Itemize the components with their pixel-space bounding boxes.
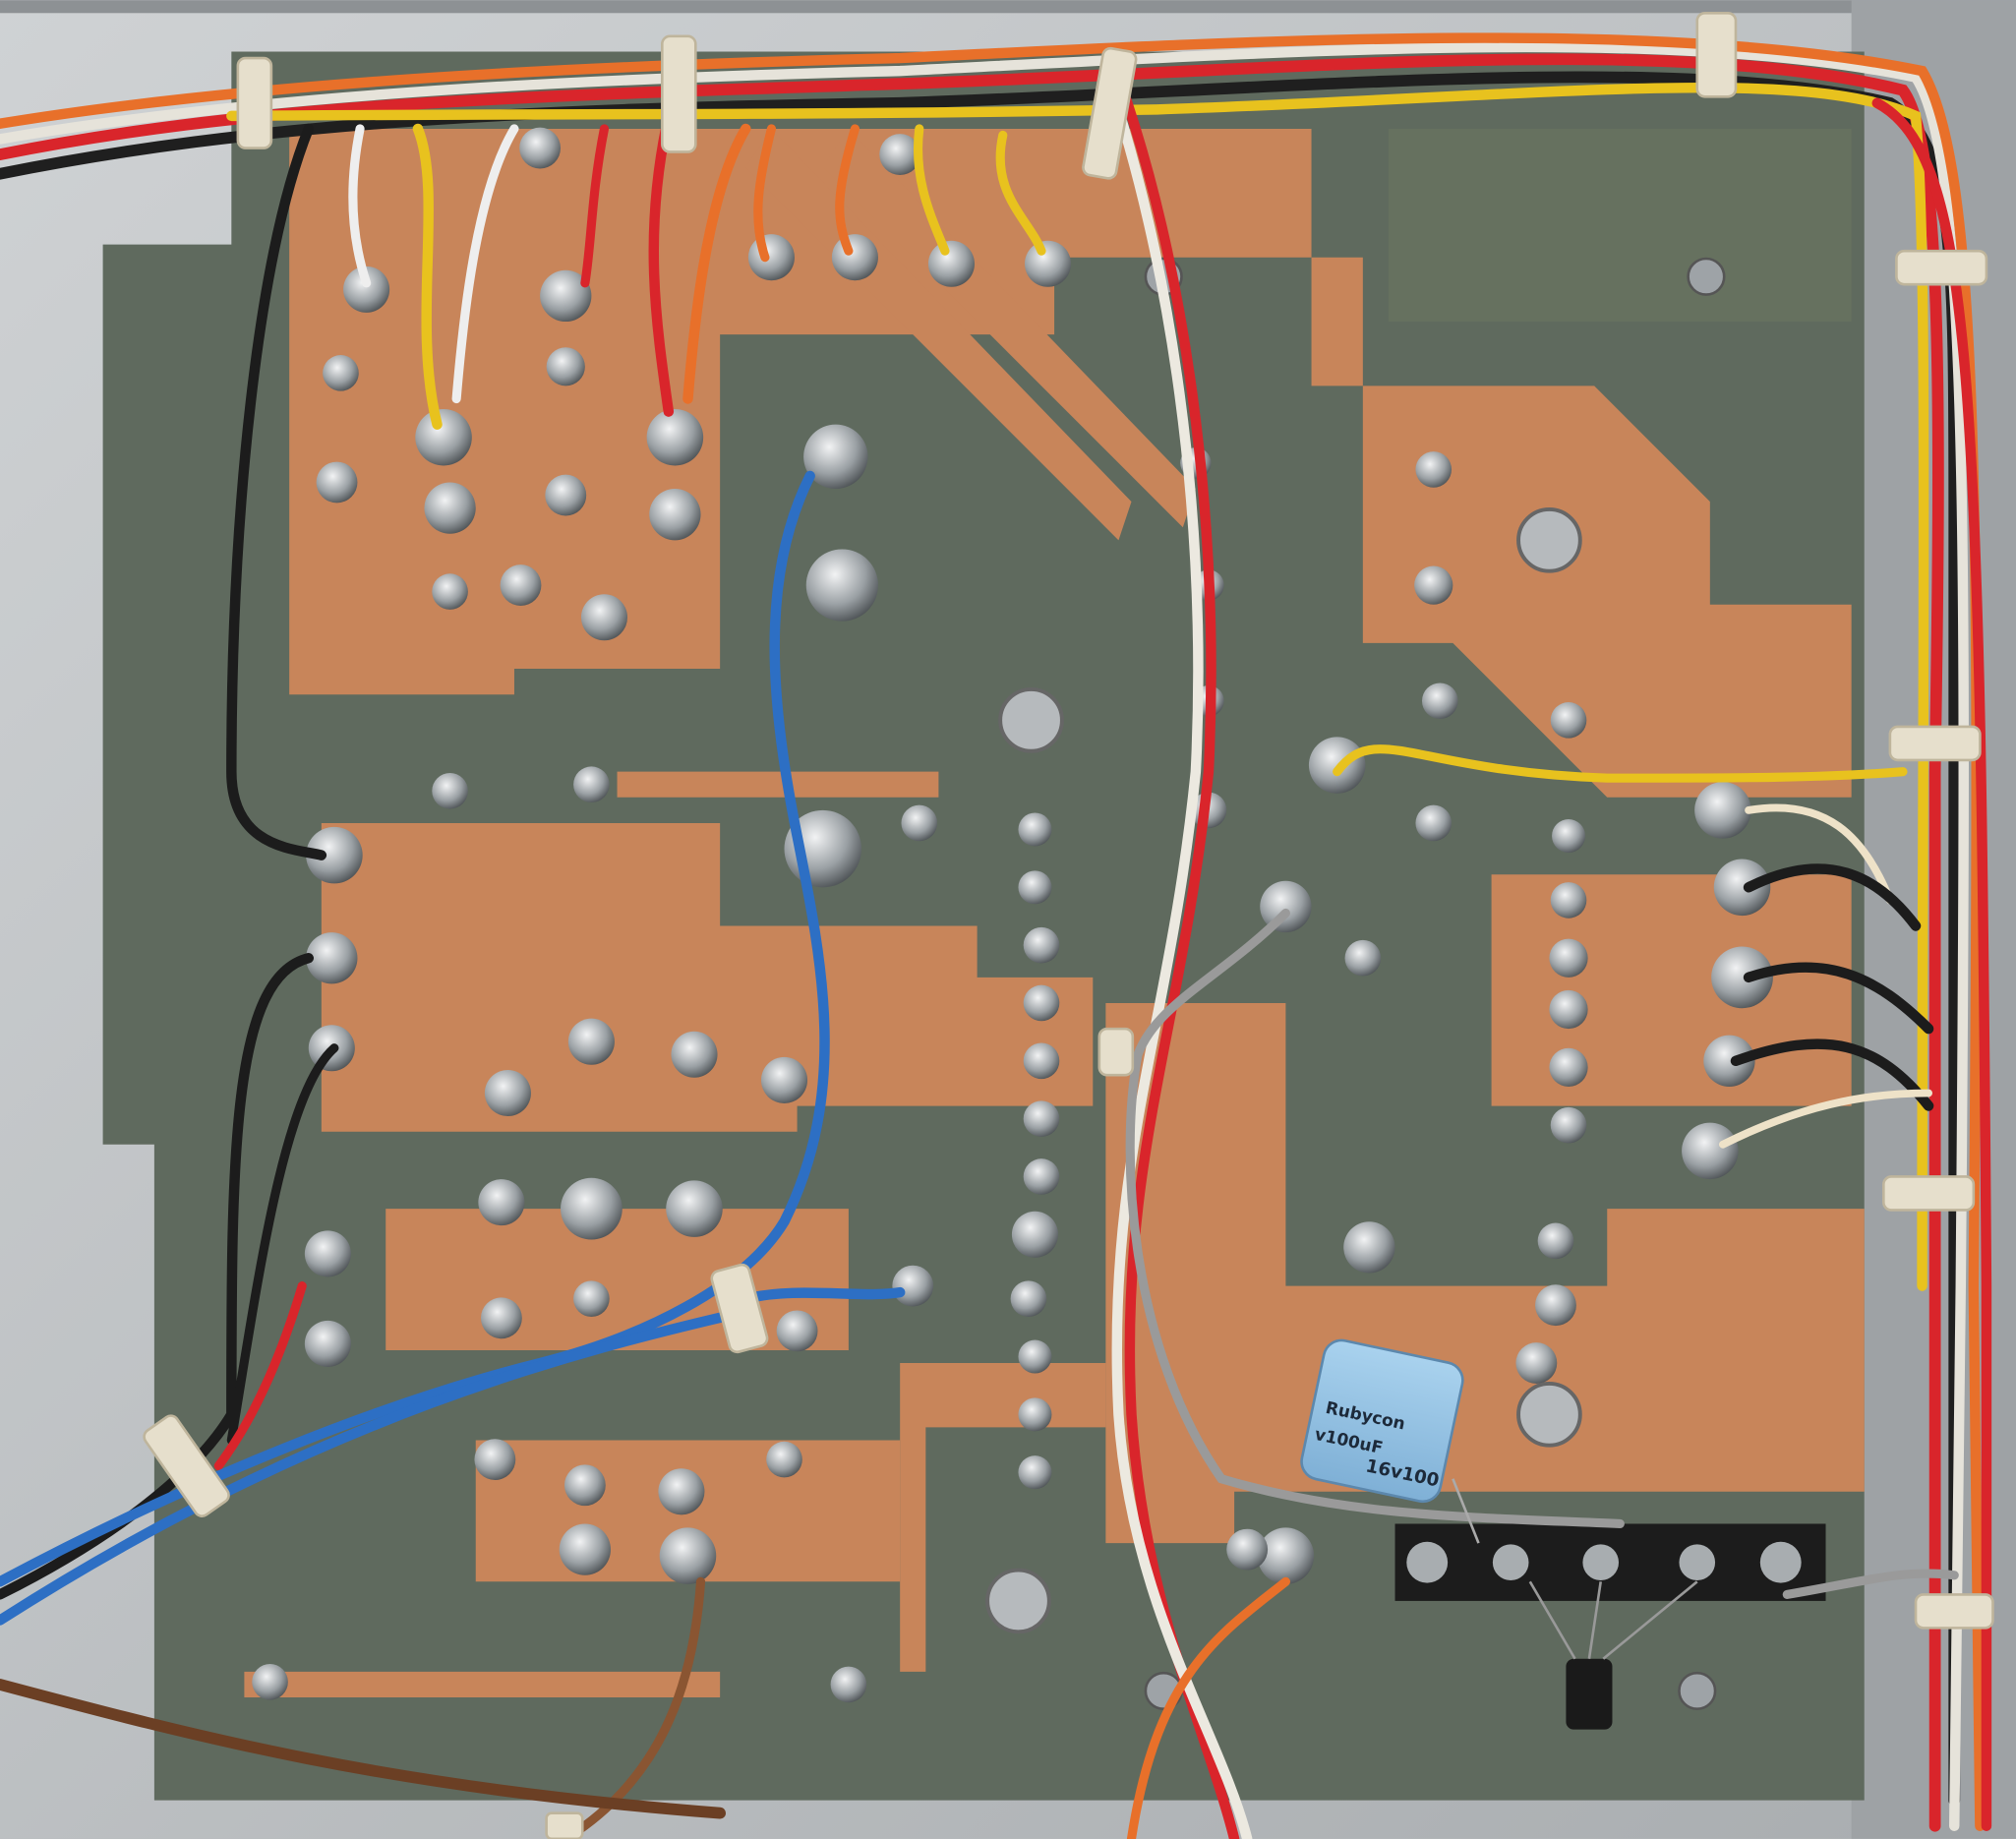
chassis-edge (0, 0, 2016, 14)
screws (985, 257, 1726, 1711)
terminal-lugs (1406, 1541, 1802, 1583)
pcb-label-area (1388, 128, 1852, 323)
transistor-leads (1528, 1580, 1698, 1660)
transistor (1566, 1658, 1613, 1730)
solder-joints (252, 127, 1773, 1703)
electrolytic-capacitor: Rubycon v100uF 16v100 (1300, 1338, 1464, 1504)
cable-ties (143, 11, 1994, 1839)
capacitor-lead (1452, 1478, 1480, 1544)
